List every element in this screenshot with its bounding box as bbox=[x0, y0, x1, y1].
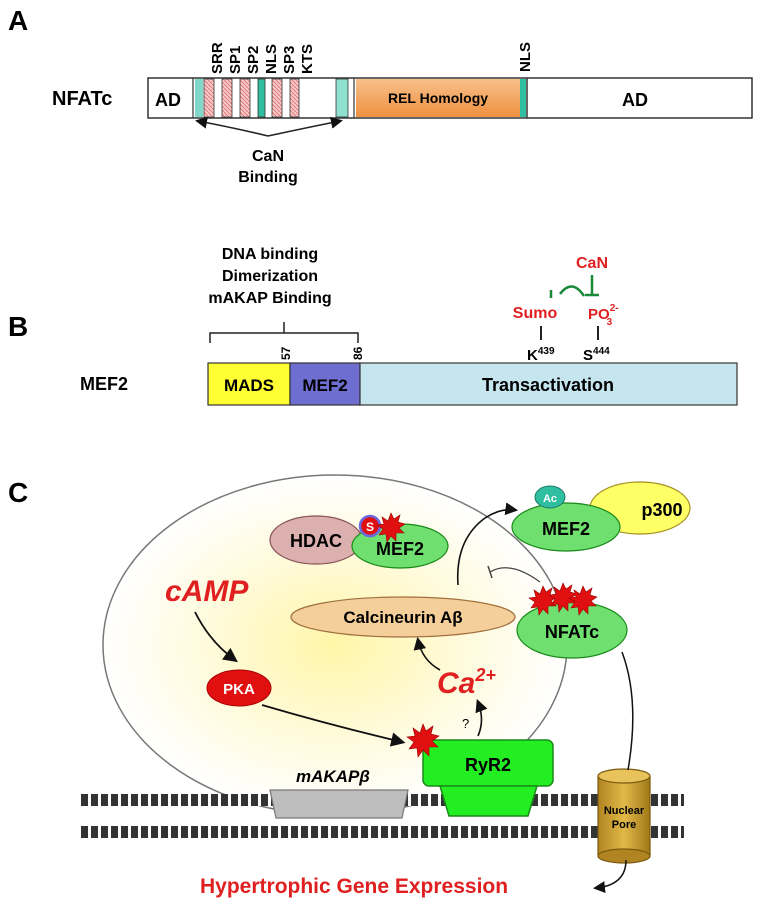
camp-label: cAMP bbox=[165, 575, 249, 608]
transactivation-label: Transactivation bbox=[482, 375, 614, 395]
nfatc-teal-segment-2 bbox=[335, 78, 349, 118]
can-label-b: CaN bbox=[576, 255, 608, 272]
mef2-active-node bbox=[511, 502, 621, 552]
nuclear-pore-line1: Nuclear bbox=[604, 805, 645, 817]
label-nls-c: NLS bbox=[517, 42, 534, 72]
calcium-to-calcineurin-arrow bbox=[413, 636, 441, 671]
can-binding-line1: CaN bbox=[252, 148, 284, 165]
can-binding-arrows bbox=[195, 116, 343, 137]
pore-to-expression-arrow bbox=[593, 859, 627, 894]
hdac-label: HDAC bbox=[290, 531, 342, 551]
sp3-segment bbox=[271, 78, 283, 118]
sp2-segment bbox=[239, 78, 251, 118]
mef2-function-2: Dimerization bbox=[222, 268, 318, 285]
makap-anchor bbox=[269, 789, 409, 819]
can-binding-line2: Binding bbox=[238, 169, 298, 186]
calcineurin-node bbox=[290, 596, 516, 638]
label-kts: KTS bbox=[299, 44, 316, 74]
question-mark: ? bbox=[462, 716, 469, 731]
po-label: PO2-3 bbox=[588, 303, 619, 328]
kts-segment bbox=[289, 78, 300, 118]
transactivation-domain bbox=[359, 362, 738, 406]
nls-segment bbox=[257, 78, 266, 118]
s444-label: S444 bbox=[583, 346, 610, 364]
nuclear-membrane-inner bbox=[80, 826, 684, 838]
panel-a-letter: A bbox=[8, 5, 28, 36]
nls-c-segment bbox=[520, 79, 526, 117]
panel-a: A NFATc AD REL Homology AD SRR SP1 SP2 N… bbox=[8, 5, 753, 186]
ryr2-to-calcium-arrow bbox=[475, 699, 488, 737]
pka-node bbox=[206, 669, 272, 707]
mef2-protein-label: MEF2 bbox=[80, 374, 128, 394]
pka-to-ryr2-arrow bbox=[261, 704, 406, 747]
ryr2-label: RyR2 bbox=[465, 755, 511, 775]
makap-label: mAKAPβ bbox=[296, 767, 370, 786]
panel-b-letter: B bbox=[8, 311, 28, 342]
mef2-active-label: MEF2 bbox=[542, 519, 590, 539]
label-srr: SRR bbox=[209, 42, 226, 74]
rel-homology-label: REL Homology bbox=[388, 90, 488, 106]
rel-homology-domain bbox=[356, 79, 520, 117]
srr-segment bbox=[203, 78, 215, 118]
mef2-bracket bbox=[209, 322, 359, 343]
label-sp3: SP3 bbox=[281, 46, 298, 74]
sumo-inhibit-arc bbox=[559, 285, 586, 297]
mef2-domain-label: MEF2 bbox=[302, 376, 347, 395]
nfatc-label: NFATc bbox=[52, 88, 112, 110]
nfatc-ad-left: AD bbox=[155, 90, 181, 110]
sumo-s-label: S bbox=[366, 520, 374, 534]
nfatc-c-label: NFATc bbox=[545, 622, 599, 642]
residue-57: 57 bbox=[279, 346, 293, 360]
nfatc-teal-segment-1 bbox=[195, 79, 203, 117]
pka-label: PKA bbox=[223, 681, 255, 698]
panel-b: B DNA binding Dimerization mAKAP Binding… bbox=[8, 246, 738, 406]
p300-label: p300 bbox=[641, 500, 682, 520]
mef2-phospho-burst bbox=[376, 512, 406, 543]
panel-c-letter: C bbox=[8, 477, 28, 508]
calcineurin-label: Calcineurin Aβ bbox=[343, 608, 462, 627]
sumo-label: Sumo bbox=[513, 305, 558, 322]
calcium-label: Ca2+ bbox=[437, 665, 496, 700]
camp-to-pka-arrow bbox=[194, 611, 238, 663]
nuclear-pore-line2: Pore bbox=[612, 819, 636, 831]
ryr2-channel: RyR2 bbox=[422, 739, 554, 817]
mef2-function-1: DNA binding bbox=[222, 246, 318, 263]
nfatc-mef2-inhibit-line bbox=[489, 567, 541, 583]
ryr2-phospho-burst bbox=[406, 723, 440, 758]
can-inhibit-line bbox=[585, 275, 599, 297]
k439-label: K439 bbox=[527, 346, 555, 364]
acetyl-label: Ac bbox=[543, 493, 557, 505]
sp1-segment bbox=[221, 78, 233, 118]
label-sp1: SP1 bbox=[227, 46, 244, 74]
label-nls: NLS bbox=[263, 44, 280, 74]
hypertrophic-gene-expression: Hypertrophic Gene Expression bbox=[200, 875, 508, 898]
panel-c: C mAKAPβ RyR2 Nuclear Pore cAMP PKA bbox=[8, 474, 691, 898]
mef2-activation-arrow bbox=[456, 502, 519, 586]
nfatc-ad-right: AD bbox=[622, 90, 648, 110]
acetyl-marker bbox=[534, 485, 566, 509]
mads-label: MADS bbox=[224, 376, 274, 395]
nfatc-phospho-bursts bbox=[528, 582, 598, 616]
nfatc-to-pore-line bbox=[621, 651, 634, 771]
nuclear-pore: Nuclear Pore bbox=[597, 768, 651, 864]
mef2-function-3: mAKAP Binding bbox=[208, 290, 331, 307]
label-sp2: SP2 bbox=[245, 46, 262, 74]
residue-86: 86 bbox=[351, 346, 365, 360]
mef2-repressed-label: MEF2 bbox=[376, 539, 424, 559]
